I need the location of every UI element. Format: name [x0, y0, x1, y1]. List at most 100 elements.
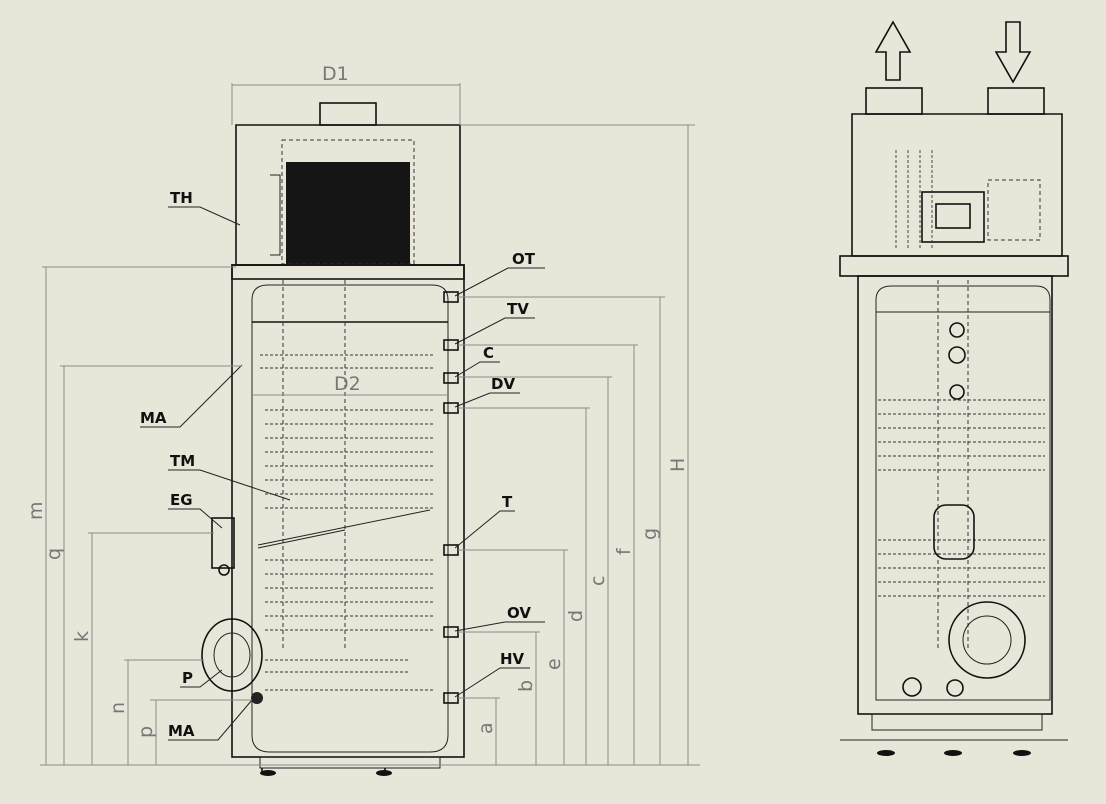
tank-top-ring: [231, 264, 465, 280]
pump-inner: [213, 632, 251, 678]
leader-ov: [454, 621, 545, 632]
foot-right: [376, 770, 392, 776]
label-ov: OV: [507, 604, 531, 622]
upper-heat-exchanger: [265, 409, 435, 509]
side-hood: [851, 113, 1063, 257]
lower-heat-exchanger: [265, 559, 435, 691]
compressor-lines: [895, 150, 933, 250]
side-foot-right: [1013, 750, 1031, 756]
label-eg: EG: [170, 491, 193, 509]
side-port-3: [949, 384, 965, 400]
dim-c: c: [587, 576, 609, 586]
dim-b: b: [515, 680, 537, 692]
electric-heater-housing: [211, 517, 235, 569]
label-ma-top: MA: [140, 409, 167, 427]
dimension-lines: D1 D2 H g f c d e b a m q: [25, 63, 700, 766]
lower-anode-cap: [251, 692, 263, 704]
leader-ma-top: [140, 364, 243, 428]
leader-th: [168, 206, 241, 226]
arrow-up-icon: [874, 20, 912, 81]
fitting-tv: [443, 339, 459, 351]
dim-m: m: [25, 501, 47, 520]
side-tank-body: [857, 275, 1053, 715]
label-hv: HV: [500, 650, 525, 668]
leader-ot: [454, 267, 545, 297]
control-board: [935, 203, 971, 229]
fitting-ot: [443, 291, 459, 303]
dim-h: H: [667, 458, 689, 472]
dim-g: g: [639, 528, 661, 540]
side-drain-2: [946, 679, 964, 697]
leader-ma-bottom: [168, 699, 253, 741]
label-ot: OT: [512, 250, 536, 268]
compressor-outline: [987, 179, 1041, 241]
diagonal-pipe: [257, 509, 431, 549]
tank-inner-wall: [251, 284, 449, 753]
tank-body: [231, 264, 465, 758]
dim-q: q: [43, 548, 65, 560]
label-dv: DV: [491, 375, 515, 393]
feet: [261, 768, 386, 772]
pump-housing: [201, 618, 263, 692]
side-foot-center: [944, 750, 962, 756]
air-inlet-collar: [987, 87, 1045, 115]
side-pump-flange: [948, 601, 1026, 679]
dim-a: a: [475, 722, 497, 734]
label-tv: TV: [507, 300, 529, 318]
fitting-dv: [443, 402, 459, 414]
dim-d2: D2: [334, 373, 361, 395]
side-upper-coil: [878, 399, 1045, 471]
leader-eg: [168, 508, 223, 529]
leader-dv: [454, 392, 520, 408]
dim-f: f: [613, 547, 635, 555]
fitting-c: [443, 372, 459, 384]
label-tm: TM: [170, 452, 195, 470]
side-pipes: [937, 280, 969, 650]
side-tank-inner: [875, 285, 1051, 701]
dim-d: d: [565, 610, 587, 622]
component-labels: TH OT TV C DV MA TM EG T OV P HV MA: [140, 189, 545, 741]
heater-knob: [218, 564, 230, 576]
dim-d1: D1: [322, 63, 349, 85]
label-t: T: [502, 493, 513, 511]
side-foot-left: [877, 750, 895, 756]
label-th: TH: [170, 189, 193, 207]
side-port-2: [948, 346, 966, 364]
side-port-1: [949, 322, 965, 338]
foot-left: [260, 770, 276, 776]
dim-n: n: [107, 702, 129, 714]
upper-pipe: [260, 354, 435, 369]
label-c: C: [483, 344, 494, 362]
fitting-t: [443, 544, 459, 556]
air-outlet-collar: [865, 87, 923, 115]
arrow-down-icon: [994, 21, 1032, 84]
leader-hv: [454, 667, 530, 698]
side-plinth: [871, 713, 1043, 731]
dim-k: k: [71, 631, 93, 642]
side-pump-inner: [962, 615, 1012, 665]
control-box: [921, 191, 985, 243]
side-heater-flange: [933, 504, 975, 560]
front-view: [201, 102, 465, 776]
fitting-hv: [443, 692, 459, 704]
evaporator-block: [286, 162, 410, 264]
fitting-ov: [443, 626, 459, 638]
hood-inner: [281, 139, 415, 265]
leader-t: [454, 510, 515, 549]
side-view: [839, 20, 1069, 756]
leader-c: [454, 361, 500, 378]
hood-side-detail: [270, 174, 281, 256]
label-ma-bottom: MA: [168, 722, 195, 740]
leader-tv: [454, 317, 535, 345]
base-plinth: [259, 756, 441, 769]
side-drain-1: [902, 677, 922, 697]
label-p: P: [182, 669, 193, 687]
leader-p: [180, 669, 223, 688]
dim-p: p: [135, 726, 157, 738]
leader-tm: [168, 469, 291, 501]
side-lower-coil: [878, 539, 1045, 597]
side-tank-ring: [839, 255, 1069, 277]
air-duct-collar: [319, 102, 377, 126]
